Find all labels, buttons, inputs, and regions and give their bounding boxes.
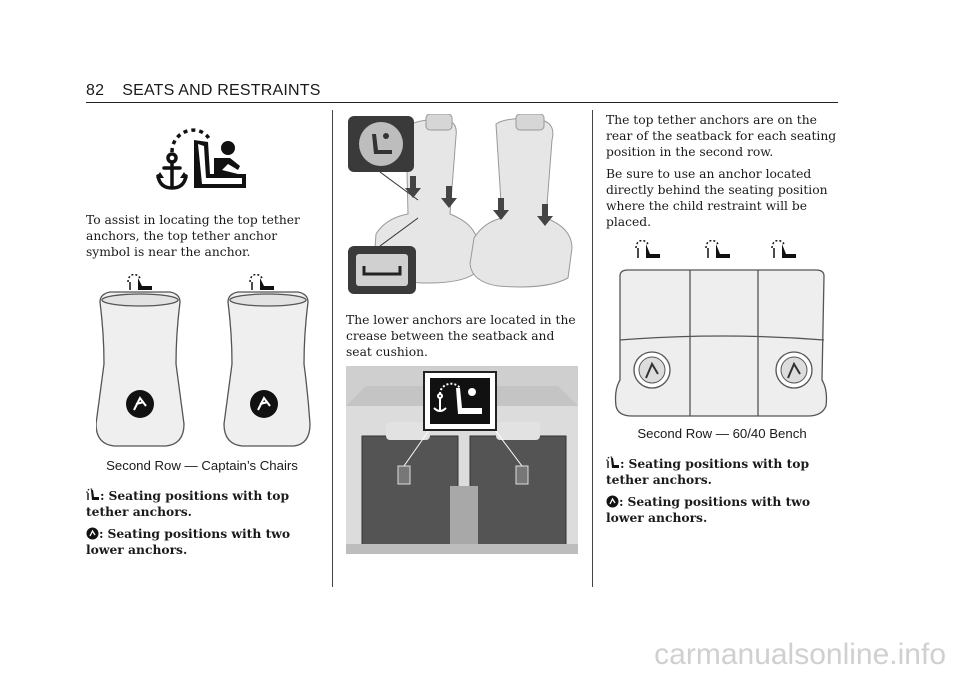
page-number: 82 [86,82,105,99]
legend-text: Seating positions with two lower anchors… [606,494,811,525]
watermark: carmanualsonline.info [654,638,946,671]
lower-anchors-seat-photo [346,114,578,298]
legend-text: Seating positions with top tether anchor… [86,488,290,519]
col1-paragraph: To assist in locating the top tether anc… [86,213,300,259]
section-title: SEATS AND RESTRAINTS [122,82,321,99]
col1-legend-lower-anchor: : Seating positions with two lower ancho… [86,526,318,558]
col3-caption: Second Row — 60/40 Bench [637,426,807,441]
legend-text: Seating positions with top tether anchor… [606,456,810,487]
col3-paragraph-2: Be sure to use an anchor located directl… [606,167,828,229]
lower-anchor-icon [250,390,278,418]
legend-separator: : [99,526,104,541]
legend-separator: : [100,488,105,503]
tether-anchor-icon [86,488,100,502]
lower-anchor-icon [606,495,619,508]
lower-anchor-icon [633,351,671,389]
legend-text: Seating positions with two lower anchors… [86,526,291,557]
header-rule [86,102,838,103]
column-divider-1 [332,110,333,587]
arrow-down-icon [405,176,553,226]
bench-illustration [612,240,832,420]
tether-anchor-icon [150,122,260,200]
col3-paragraph-1: The top tether anchors are on the rear o… [606,113,837,159]
col1-legend-top-tether: : Seating positions with top tether anch… [86,488,318,520]
rear-tether-photo [346,366,578,554]
lower-anchor-icon [126,390,154,418]
tether-anchor-icon [606,456,620,470]
col2-paragraph: The lower anchors are located in the cre… [346,313,576,359]
legend-separator: : [620,456,625,471]
legend-separator: : [619,494,624,509]
page-header: 82 SEATS AND RESTRAINTS [86,82,321,100]
column-divider-2 [592,110,593,587]
col3-legend-lower-anchor: : Seating positions with two lower ancho… [606,494,838,526]
col3-legend-top-tether: : Seating positions with top tether anch… [606,456,838,488]
lower-anchor-icon [775,351,813,389]
captains-chairs-illustration [96,274,311,450]
lower-anchor-icon [86,527,99,540]
col1-caption: Second Row — Captain’s Chairs [106,458,298,473]
